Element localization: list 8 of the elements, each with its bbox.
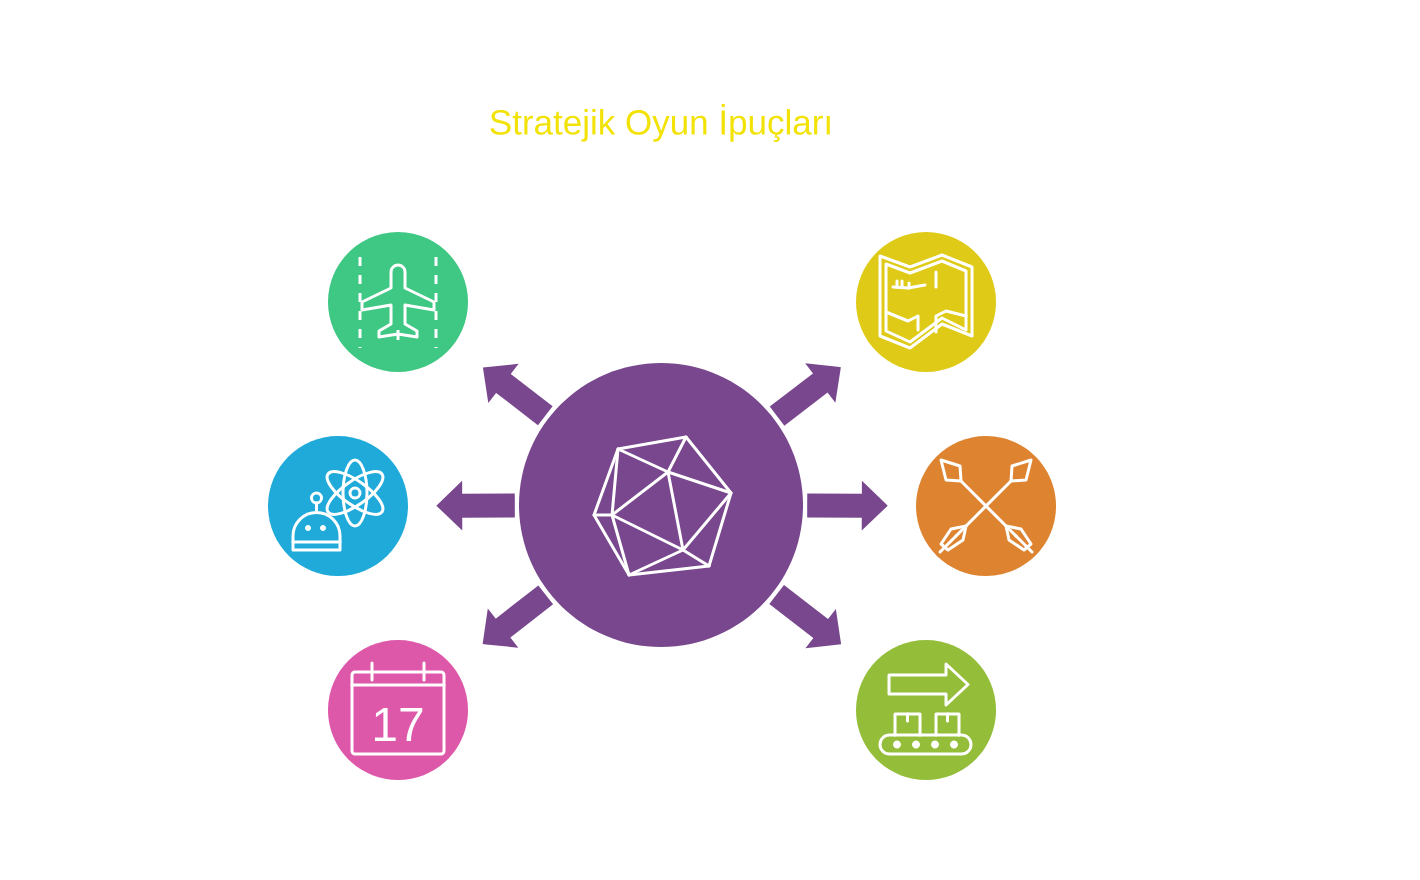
hub-circle <box>519 363 803 647</box>
icon-circle <box>856 232 996 372</box>
arrow <box>769 363 841 426</box>
icon-circle <box>328 232 468 372</box>
icon-circle <box>856 640 996 780</box>
title: Stratejik Oyun İpuçları <box>490 104 830 142</box>
icon-circle <box>916 436 1056 576</box>
icon-circle <box>268 436 408 576</box>
